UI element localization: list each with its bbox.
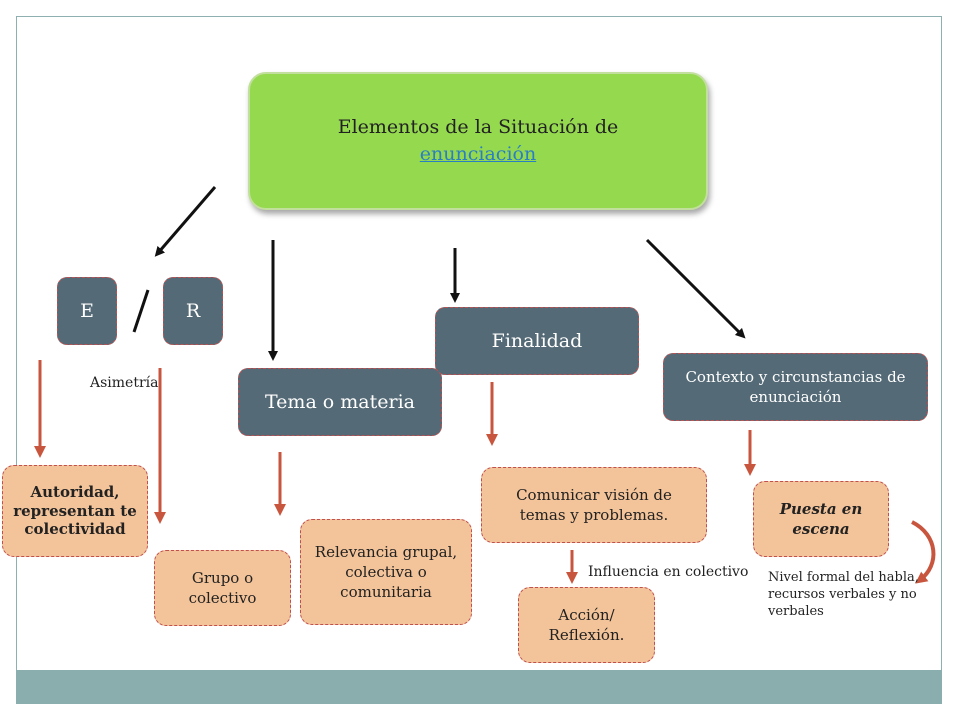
curved-arrow <box>911 520 936 584</box>
nivel-label: Nivel formal del habla, recursos verbale… <box>768 570 919 619</box>
puesta-label: Puesta en escena <box>779 499 863 538</box>
relevancia-box: Relevancia grupal, colectiva o comunitar… <box>300 519 472 625</box>
comunicar-box: Comunicar visión de temas y problemas. <box>481 467 707 543</box>
grupo-box: Grupo o colectivo <box>154 550 291 626</box>
finalidad-box: Finalidad <box>435 307 639 375</box>
tema-label: Tema o materia <box>264 391 415 413</box>
finalidad-label: Finalidad <box>491 330 583 352</box>
e-label: E <box>80 300 94 322</box>
arrow-to-er <box>154 186 217 257</box>
contexto-label: Contexto y circunstancias de enunciación <box>685 367 906 406</box>
title-box: Elementos de la Situación de enunciación <box>248 72 708 210</box>
accion-box: Acción/ Reflexión. <box>518 587 655 663</box>
r-box: R <box>163 277 223 345</box>
puesta-box: Puesta en escena <box>753 481 889 557</box>
title-link[interactable]: enunciación <box>419 143 537 165</box>
footer-band <box>16 670 942 704</box>
r-label: R <box>185 300 201 322</box>
asimetria-label: Asimetría <box>90 375 159 391</box>
arrow-to-contexto <box>645 238 746 339</box>
relevancia-label: Relevancia grupal, colectiva o comunitar… <box>314 542 458 602</box>
tema-box: Tema o materia <box>238 368 442 436</box>
e-box: E <box>57 277 117 345</box>
accion-label: Acción/ Reflexión. <box>548 605 625 644</box>
autoridad-box: Autoridad, representan te colectividad <box>2 465 148 557</box>
er-slash <box>132 289 150 333</box>
contexto-box: Contexto y circunstancias de enunciación <box>663 353 928 421</box>
influencia-label: Influencia en colectivo <box>588 564 749 580</box>
comunicar-label: Comunicar visión de temas y problemas. <box>516 485 672 524</box>
autoridad-label: Autoridad, representan te colectividad <box>13 482 137 539</box>
grupo-label: Grupo o colectivo <box>188 568 257 607</box>
title-line: Elementos de la Situación de <box>337 116 619 139</box>
